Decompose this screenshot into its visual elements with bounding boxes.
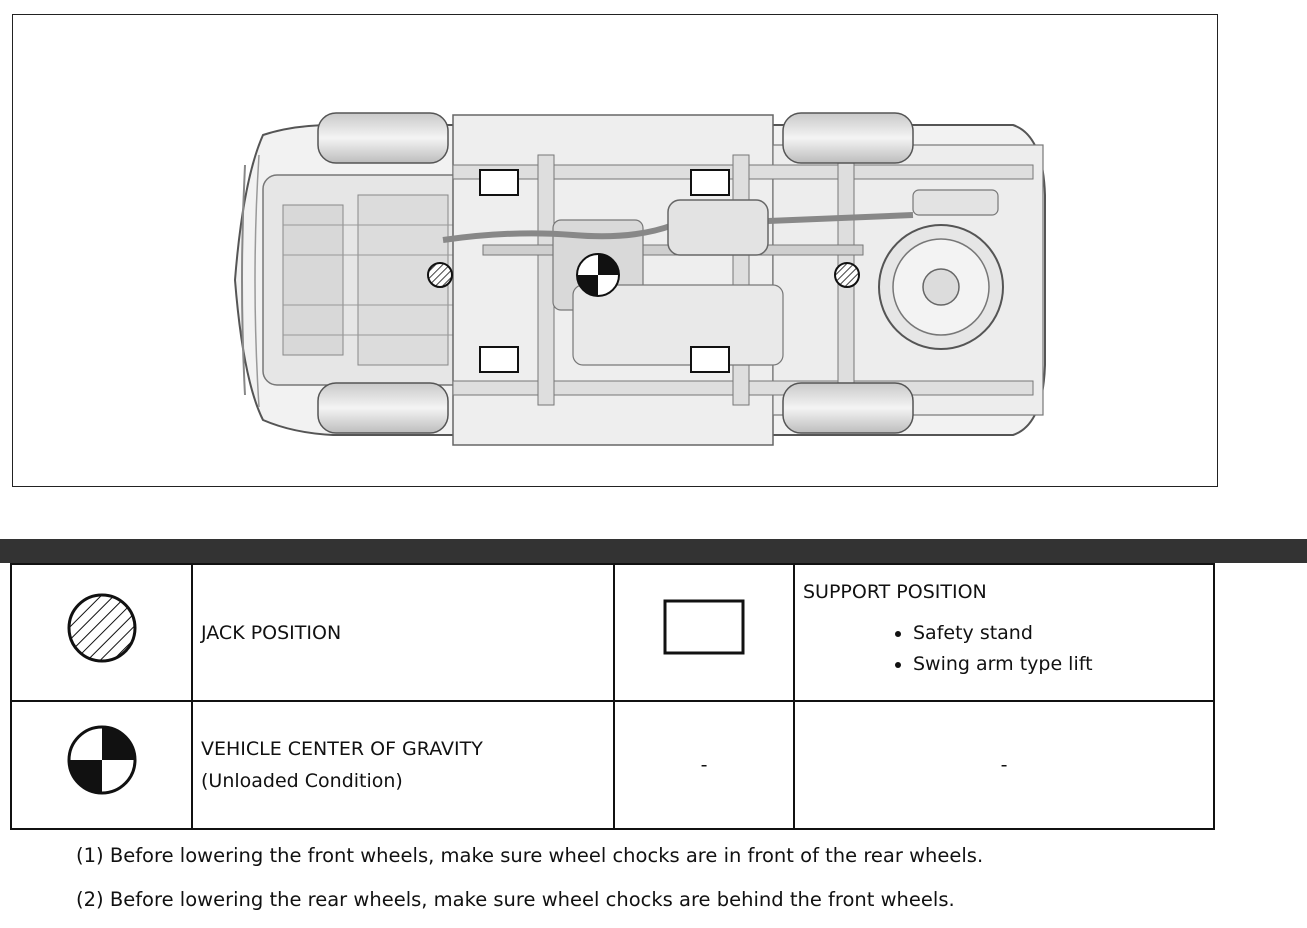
cog-label-line2: (Unloaded Condition) <box>201 770 403 792</box>
cog-label-line1: VEHICLE CENTER OF GRAVITY <box>201 738 483 760</box>
front-right-wheel <box>317 382 449 434</box>
section-divider-bar <box>0 539 1307 563</box>
vehicle-underside-illustration <box>233 112 1046 446</box>
center-of-gravity-label: VEHICLE CENTER OF GRAVITY (Unloaded Cond… <box>191 700 615 830</box>
front-left-wheel <box>317 112 449 164</box>
list-item: Safety stand <box>913 618 1205 649</box>
jack-position-marker <box>427 262 453 288</box>
note-1: (1) Before lowering the front wheels, ma… <box>76 844 984 867</box>
support-position-title: SUPPORT POSITION <box>803 580 987 603</box>
jack-position-label: JACK POSITION <box>191 563 615 702</box>
support-symbol-cell <box>613 563 795 702</box>
list-item: Swing arm type lift <box>913 649 1205 680</box>
legend-table: JACK POSITION SUPPORT POSITION Safety st… <box>10 563 1215 830</box>
center-of-gravity-icon <box>67 725 136 795</box>
support-position-icon <box>663 599 745 654</box>
empty-symbol-cell: - <box>613 700 795 830</box>
jack-symbol-cell <box>10 563 193 702</box>
rear-right-wheel <box>782 382 914 434</box>
legend-row-center-of-gravity: VEHICLE CENTER OF GRAVITY (Unloaded Cond… <box>10 700 1215 830</box>
jack-position-icon <box>67 593 136 662</box>
note-2: (2) Before lowering the rear wheels, mak… <box>76 888 955 911</box>
support-position-marker <box>690 169 730 196</box>
support-position-cell: SUPPORT POSITION Safety stand Swing arm … <box>793 563 1215 702</box>
cog-symbol-cell <box>10 700 193 830</box>
support-position-marker <box>690 346 730 373</box>
empty-text-cell: - <box>793 700 1215 830</box>
vehicle-diagram-frame <box>12 14 1218 487</box>
center-of-gravity-marker <box>576 253 620 297</box>
rear-left-wheel <box>782 112 914 164</box>
support-position-list: Safety stand Swing arm type lift <box>803 618 1205 680</box>
support-position-marker <box>479 346 519 373</box>
support-position-marker <box>479 169 519 196</box>
legend-row-jack-support: JACK POSITION SUPPORT POSITION Safety st… <box>10 563 1215 702</box>
jack-position-marker <box>834 262 860 288</box>
